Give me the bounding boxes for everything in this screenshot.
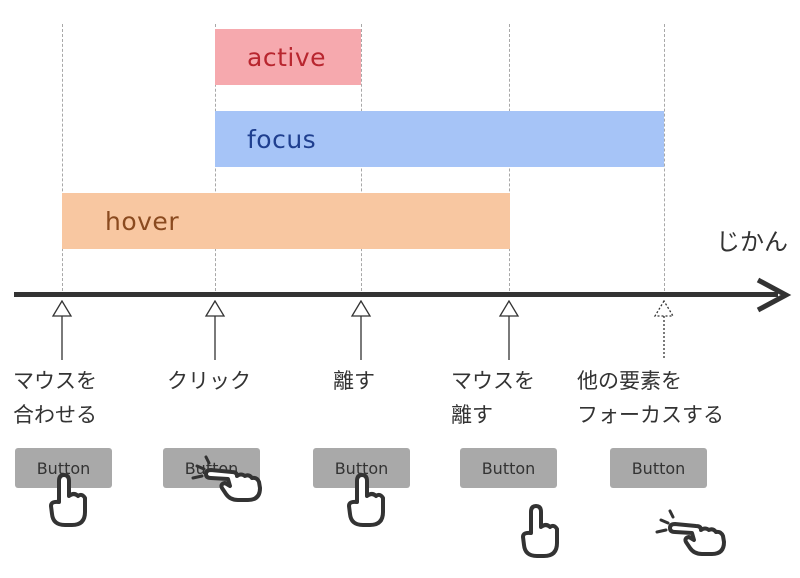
active-state-bar: active	[215, 29, 361, 85]
step-label-line: マウスを	[451, 369, 535, 393]
pointing-hand-icon	[347, 473, 385, 527]
event-marker-mouse-leave-icon	[498, 300, 520, 360]
step-label-line: マウスを	[13, 369, 97, 393]
axis-arrowhead-icon	[756, 277, 792, 313]
guide-line-hover-start	[62, 24, 63, 296]
example-button-mouse-leave[interactable]: Button	[460, 448, 557, 488]
time-axis-label: じかん	[716, 228, 788, 256]
step-label-mouse-leave: マウスを 離す	[451, 364, 535, 432]
event-marker-focus-other-icon	[653, 300, 675, 360]
step-label-hover: マウスを 合わせる	[13, 364, 97, 432]
step-label-line: 離す	[451, 403, 493, 427]
pointing-hand-icon	[521, 504, 559, 558]
event-marker-click-icon	[204, 300, 226, 360]
guide-line-focus-other	[664, 24, 665, 296]
clicking-hand-icon	[655, 509, 726, 556]
active-state-label: active	[247, 42, 326, 72]
event-marker-hover-icon	[51, 300, 73, 360]
example-button-hover[interactable]: Button	[15, 448, 112, 488]
step-label-release: 離す	[333, 364, 375, 398]
time-axis-line	[14, 292, 778, 297]
hover-state-label: hover	[105, 206, 180, 236]
step-label-line: クリック	[167, 369, 251, 393]
step-label-click: クリック	[167, 364, 251, 398]
step-label-line: 他の要素を	[577, 369, 682, 393]
pointing-hand-icon	[49, 473, 87, 527]
hover-state-bar: hover	[62, 193, 510, 249]
focus-state-bar: focus	[215, 111, 664, 167]
step-label-line: 合わせる	[13, 403, 97, 427]
step-label-focus-other: 他の要素を フォーカスする	[577, 364, 724, 432]
example-button-focus-other[interactable]: Button	[610, 448, 707, 488]
step-label-line: 離す	[333, 369, 375, 393]
event-marker-release-icon	[350, 300, 372, 360]
step-label-line: フォーカスする	[577, 403, 724, 427]
clicking-hand-icon	[191, 455, 262, 502]
focus-state-label: focus	[247, 124, 317, 154]
